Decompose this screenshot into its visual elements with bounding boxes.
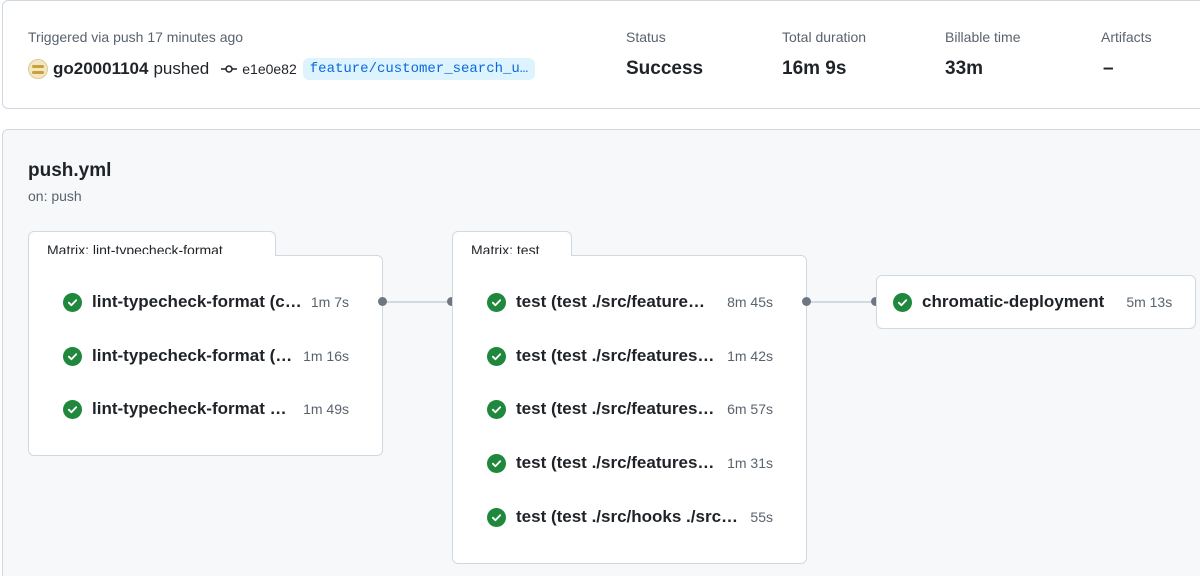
job-name: test (test ./src/features… <box>516 346 715 365</box>
workflow-trigger: on: push <box>28 188 82 204</box>
job-name: test (test ./src/feature… <box>516 292 705 311</box>
job-duration: 5m 13s <box>1126 294 1173 310</box>
user-link[interactable]: go20001104 <box>53 59 149 78</box>
duration-value: 16m 9s <box>782 58 847 79</box>
status-value: Success <box>626 58 704 79</box>
check-circle-icon <box>487 399 506 419</box>
job-name: test (test ./src/features… <box>516 453 715 472</box>
check-circle-icon <box>487 346 506 366</box>
connector-dot <box>447 297 456 306</box>
job-item[interactable]: test (test ./src/features… 1m 42s <box>453 341 806 371</box>
connector-dot <box>802 297 811 306</box>
job-name: test (test ./src/features… <box>516 399 715 418</box>
pushed-text: pushed <box>153 59 210 78</box>
job-name: lint-typecheck-format … <box>92 399 287 418</box>
job-name: lint-typecheck-format (c… <box>92 292 302 311</box>
run-summary: Triggered via push 17 minutes ago go2000… <box>2 0 1200 109</box>
job-duration: 6m 57s <box>727 401 773 417</box>
job-name: test (test ./src/hooks ./src… <box>516 507 739 526</box>
billable-label: Billable time <box>945 29 1021 45</box>
job-duration: 1m 49s <box>303 401 349 417</box>
job-chromatic-deployment[interactable]: chromatic-deployment 5m 13s <box>876 275 1196 329</box>
workflow-graph: push.yml on: push Matrix: lint-typecheck… <box>2 129 1200 576</box>
job-duration: 1m 42s <box>727 348 773 364</box>
job-name: lint-typecheck-format (… <box>92 346 293 365</box>
check-circle-icon <box>63 346 82 366</box>
matrix-group-lint: lint-typecheck-format (c… 1m 7s lint-typ… <box>28 254 383 456</box>
connector-line <box>811 301 871 303</box>
commit-sha-link[interactable]: e1e0e82 <box>242 61 297 77</box>
status-label: Status <box>626 29 666 45</box>
job-item[interactable]: lint-typecheck-format (… 1m 16s <box>29 341 382 371</box>
connector-dot <box>871 297 880 306</box>
job-item[interactable]: lint-typecheck-format (c… 1m 7s <box>29 287 382 317</box>
job-item[interactable]: test (test ./src/hooks ./src… 55s <box>453 502 806 532</box>
avatar[interactable] <box>28 59 48 79</box>
check-circle-icon <box>487 292 506 312</box>
job-item[interactable]: test (test ./src/feature… 8m 45s <box>453 287 806 317</box>
connector-dot <box>378 297 387 306</box>
workflow-file-title[interactable]: push.yml <box>28 160 112 181</box>
artifacts-label: Artifacts <box>1101 29 1152 45</box>
connector-line <box>387 301 447 303</box>
matrix-group-test: test (test ./src/feature… 8m 45s test (t… <box>452 254 807 564</box>
trigger-row: go20001104 pushed e1e0e82 feature/custom… <box>28 57 536 81</box>
duration-label: Total duration <box>782 29 867 45</box>
job-item[interactable]: lint-typecheck-format … 1m 49s <box>29 394 382 424</box>
billable-value: 33m <box>945 58 984 79</box>
check-circle-icon <box>487 453 506 473</box>
job-item[interactable]: test (test ./src/features… 6m 57s <box>453 394 806 424</box>
job-item[interactable]: test (test ./src/features… 1m 31s <box>453 448 806 478</box>
branch-badge[interactable]: feature/customer_search_u… <box>302 58 536 80</box>
job-duration: 1m 31s <box>727 455 773 471</box>
job-duration: 8m 45s <box>727 294 773 310</box>
job-duration: 55s <box>750 509 773 525</box>
check-circle-icon <box>63 399 82 419</box>
check-circle-icon <box>893 292 912 312</box>
check-circle-icon <box>63 292 82 312</box>
artifacts-value: – <box>1103 58 1114 79</box>
trigger-text: Triggered via push 17 minutes ago <box>28 29 244 45</box>
git-commit-icon <box>221 61 238 77</box>
job-name: chromatic-deployment <box>922 292 1105 311</box>
check-circle-icon <box>487 507 506 527</box>
job-duration: 1m 16s <box>303 348 349 364</box>
job-duration: 1m 7s <box>310 294 349 310</box>
